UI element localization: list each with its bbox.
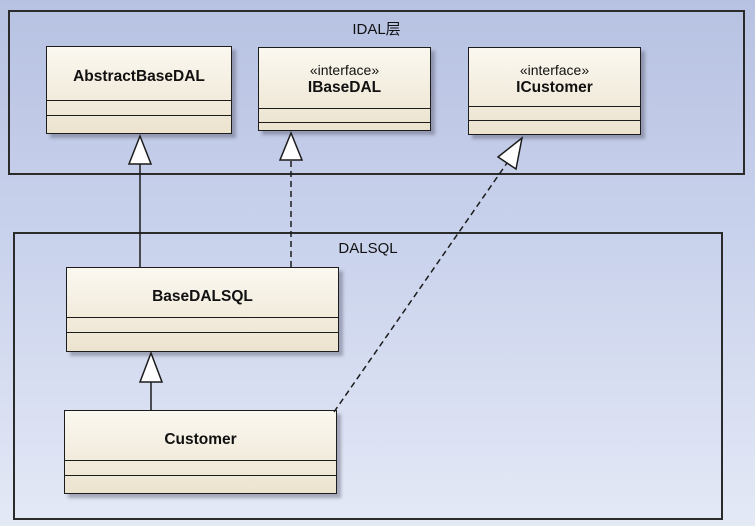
package-dalsql-title: DALSQL bbox=[338, 240, 398, 257]
class-divider bbox=[67, 317, 338, 318]
realization-line[interactable] bbox=[333, 162, 508, 413]
class-divider bbox=[65, 475, 336, 476]
class-name: AbstractBaseDAL bbox=[73, 68, 205, 85]
realization-arrowhead bbox=[278, 131, 304, 161]
class-customer[interactable]: Customer bbox=[64, 410, 337, 494]
class-divider bbox=[259, 108, 430, 109]
package-dalsql[interactable]: DALSQL bbox=[13, 232, 723, 520]
class-divider bbox=[65, 460, 336, 461]
class-name: BaseDALSQL bbox=[152, 288, 253, 305]
class-divider bbox=[47, 100, 231, 101]
class-divider bbox=[259, 122, 430, 123]
package-idal-title: IDAL层 bbox=[352, 21, 401, 38]
class-stereotype: «interface» bbox=[309, 62, 380, 78]
class-divider bbox=[469, 106, 640, 107]
class-icustomer[interactable]: «interface» ICustomer bbox=[468, 47, 641, 135]
package-idal[interactable]: IDAL层 bbox=[8, 10, 745, 175]
generalization-arrowhead bbox=[138, 350, 164, 383]
class-divider bbox=[47, 115, 231, 116]
class-divider bbox=[67, 332, 338, 333]
class-ibase-dal[interactable]: «interface» IBaseDAL bbox=[258, 47, 431, 131]
class-base-dal-sql[interactable]: BaseDALSQL bbox=[66, 267, 339, 352]
realization-arrowhead bbox=[496, 136, 524, 171]
class-name: ICustomer bbox=[516, 79, 593, 96]
class-name: Customer bbox=[164, 431, 237, 448]
class-abstract-base-dal[interactable]: AbstractBaseDAL bbox=[46, 46, 232, 134]
class-divider bbox=[469, 120, 640, 121]
class-stereotype: «interface» bbox=[519, 62, 590, 78]
class-name: IBaseDAL bbox=[307, 79, 382, 96]
generalization-arrowhead bbox=[127, 133, 153, 165]
